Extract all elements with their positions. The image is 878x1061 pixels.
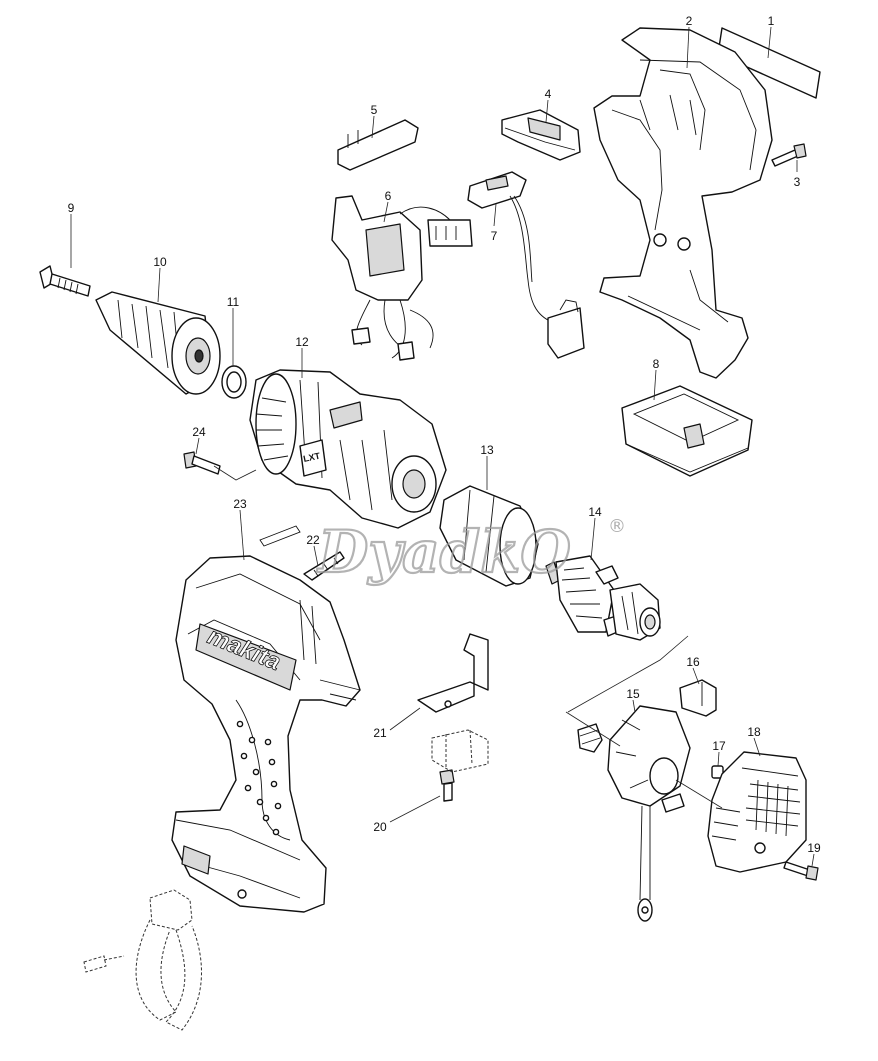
callout-13: 13 bbox=[480, 443, 494, 457]
callout-20: 20 bbox=[373, 820, 387, 834]
callout-4: 4 bbox=[545, 87, 552, 101]
part-12-gear-assembly: LXT bbox=[249, 369, 447, 529]
part-22-spring bbox=[259, 525, 345, 581]
part-number-callouts: 1 2 3 4 5 6 7 8 9 10 11 12 13 14 16 15 1… bbox=[68, 14, 821, 855]
part-24-screw bbox=[183, 451, 221, 475]
watermark-text: DyadkO bbox=[316, 518, 571, 586]
lxt-mark: LXT bbox=[302, 451, 321, 464]
callout-18: 18 bbox=[747, 725, 761, 739]
part-10-keyless-chuck bbox=[95, 291, 221, 395]
callout-12: 12 bbox=[295, 335, 309, 349]
callout-6: 6 bbox=[385, 189, 392, 203]
part-4-terminal bbox=[501, 109, 581, 161]
assembly-lines bbox=[213, 465, 723, 809]
part-19-screw bbox=[783, 861, 819, 881]
callout-17: 17 bbox=[712, 739, 726, 753]
callout-19: 19 bbox=[807, 841, 821, 855]
callout-22: 22 bbox=[306, 533, 320, 547]
callout-11: 11 bbox=[227, 295, 240, 309]
part-14-armature bbox=[545, 555, 661, 641]
part-23-housing-set: makita bbox=[171, 555, 361, 913]
part-8-cover bbox=[621, 385, 753, 477]
callout-24: 24 bbox=[192, 425, 206, 439]
callout-23: 23 bbox=[233, 497, 247, 511]
callout-21: 21 bbox=[373, 726, 387, 740]
callout-16: 16 bbox=[686, 655, 700, 669]
part-3-screw bbox=[771, 143, 807, 167]
belt-clip-outline bbox=[83, 889, 202, 1031]
leader-lines bbox=[70, 26, 815, 867]
watermark-registered-mark: ® bbox=[608, 516, 626, 537]
part-13-magnet-housing bbox=[439, 485, 539, 587]
part-15-brush-holder bbox=[577, 705, 691, 922]
part-16-brush bbox=[679, 679, 717, 717]
callout-15: 15 bbox=[626, 687, 640, 701]
callout-9: 9 bbox=[68, 201, 75, 215]
callout-8: 8 bbox=[653, 357, 660, 371]
part-6-switch bbox=[331, 195, 473, 361]
part-17-insulator bbox=[711, 765, 724, 779]
part-9-screw bbox=[39, 265, 91, 297]
vent-grid bbox=[745, 779, 801, 837]
callout-14: 14 bbox=[588, 505, 602, 519]
part-21-bracket bbox=[417, 633, 489, 773]
callout-1: 1 bbox=[768, 14, 775, 28]
part-2-housing-frame bbox=[593, 27, 773, 379]
callout-10: 10 bbox=[153, 255, 167, 269]
grip-dots bbox=[236, 720, 282, 836]
callout-2: 2 bbox=[686, 14, 693, 28]
part-7-led-circuit bbox=[467, 171, 585, 359]
callout-3: 3 bbox=[794, 175, 801, 189]
part-11-ring bbox=[221, 365, 247, 399]
part-20-screw bbox=[439, 769, 455, 802]
part-5-lever bbox=[337, 119, 419, 171]
callout-7: 7 bbox=[491, 229, 498, 243]
callout-5: 5 bbox=[371, 103, 378, 117]
